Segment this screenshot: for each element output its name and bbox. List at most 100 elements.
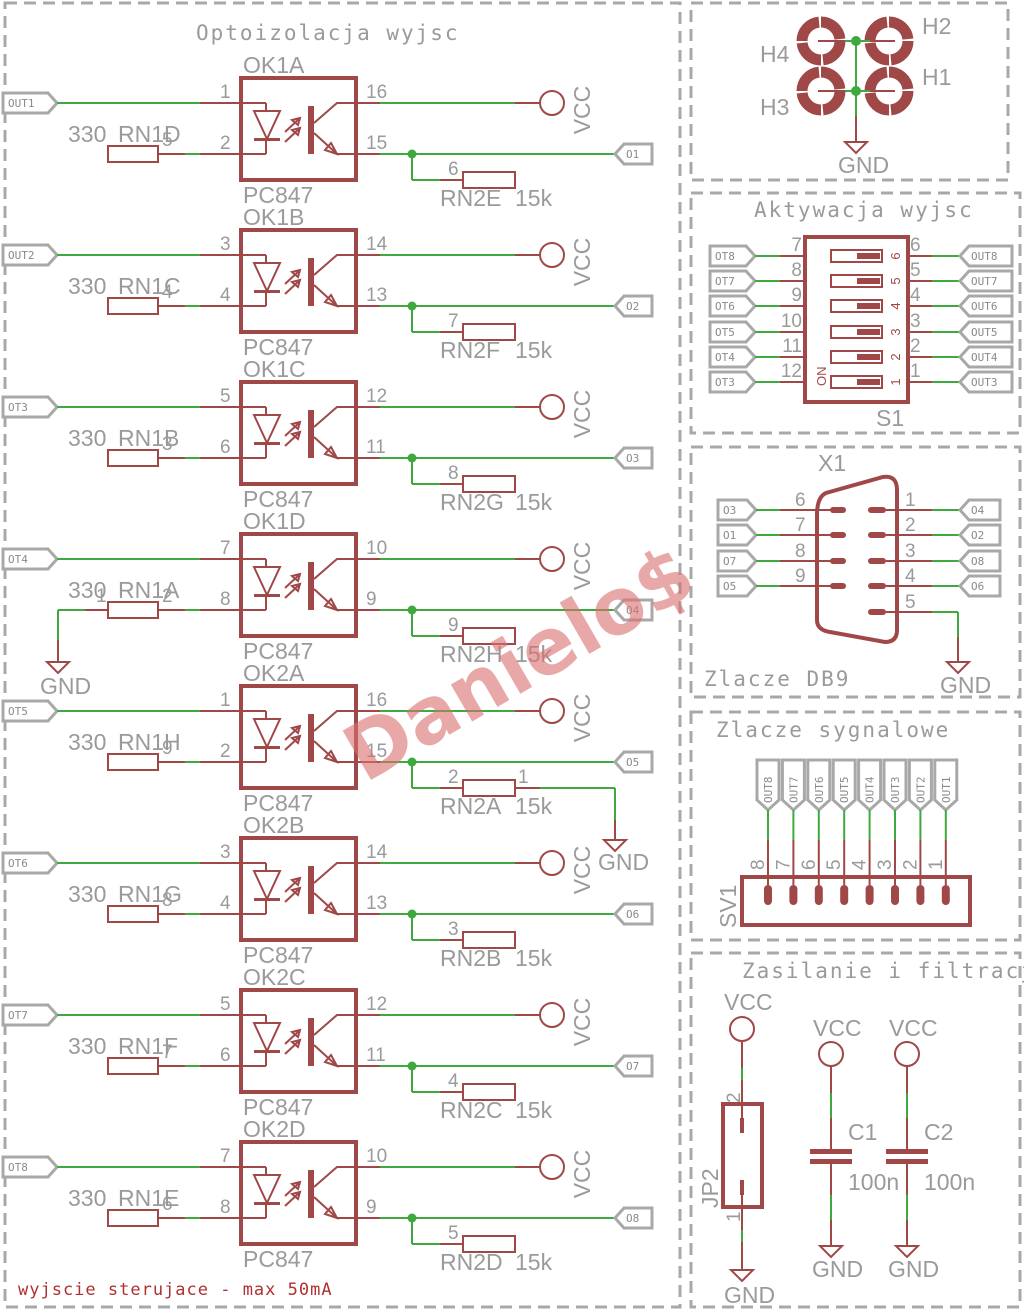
- ground-label: GND: [838, 152, 889, 178]
- pin-number: 15: [366, 741, 387, 762]
- net-label-text: O6: [971, 580, 984, 593]
- switch-toggle[interactable]: [830, 299, 883, 313]
- dip-switch-body: [803, 235, 910, 404]
- net-label-text: OT4: [715, 351, 735, 364]
- collector: [313, 710, 356, 732]
- capacitor-plate: [810, 1159, 852, 1164]
- header-pin: [764, 885, 772, 905]
- output-net-label: O8: [612, 1206, 654, 1230]
- mounting-hole-icon: [864, 66, 914, 116]
- switch-position-number: 1: [888, 378, 903, 385]
- light-arrow-icon: [284, 583, 301, 599]
- switch-output-label: OUT5: [957, 320, 1014, 344]
- collector: [313, 406, 356, 428]
- switch-slot: [830, 325, 883, 339]
- ground-label: GND: [940, 672, 991, 698]
- net-label-text: OUT5: [971, 326, 998, 339]
- pin-number: 7: [220, 538, 231, 559]
- resistor-symbol: [107, 905, 159, 923]
- net-label-shape: [612, 598, 654, 622]
- pin-number: 2: [910, 336, 921, 357]
- resistor-name: RN2F: [440, 337, 500, 363]
- optocoupler-body: [239, 1140, 358, 1246]
- pin-number: 6: [220, 437, 231, 458]
- switch-toggle[interactable]: [830, 325, 883, 339]
- emitter-arrow-icon: [323, 1053, 340, 1068]
- input-net-label: OT4: [1, 547, 60, 571]
- resistor-symbol: [462, 323, 516, 341]
- frame-mounting-holes: [689, 1, 1010, 182]
- pin-number: 3: [910, 311, 921, 332]
- header-net-label: OUT1: [933, 758, 959, 813]
- light-arrow-icon: [284, 127, 301, 143]
- net-label-text: OUT3: [971, 376, 998, 389]
- light-arrow-icon: [284, 877, 301, 893]
- frame-db9: [689, 445, 1022, 699]
- mounting-hole-icon: [864, 16, 914, 66]
- net-label-text: OUT1: [940, 777, 953, 804]
- pin-number: 4: [220, 893, 231, 914]
- part-value: PC847: [243, 334, 313, 360]
- net-label-text: OT4: [8, 553, 28, 566]
- capacitor-name: C2: [924, 1119, 953, 1145]
- input-net-label: OT8: [1, 1155, 60, 1179]
- capacitor-value: 100n: [924, 1169, 975, 1195]
- led-diode-icon: [252, 262, 282, 294]
- part-name: OK1D: [243, 508, 306, 534]
- part-value: PC847: [243, 182, 313, 208]
- net-label-text: O4: [971, 504, 985, 517]
- pin-number: 4: [910, 285, 921, 306]
- net-label-text: O3: [626, 452, 639, 465]
- pin-number: 13: [366, 893, 387, 914]
- resistor-pin: 8: [162, 890, 173, 911]
- pin-number: 8: [220, 589, 231, 610]
- switch-slot: [830, 274, 883, 288]
- net-label-shape: [612, 294, 654, 318]
- resistor-pin: 3: [448, 919, 459, 940]
- db9-net-label: O7: [716, 549, 759, 573]
- pin-number: 1: [724, 1211, 745, 1222]
- net-label-shape: [755, 758, 781, 813]
- pin-number: 1: [926, 859, 947, 870]
- resistor-value: 330: [68, 577, 106, 603]
- pin-number: 3: [220, 842, 231, 863]
- net-label-shape: [1, 1003, 60, 1027]
- light-arrow-icon: [284, 269, 301, 285]
- vcc-label: VCC: [569, 390, 595, 439]
- net-label-text: OUT7: [787, 777, 800, 804]
- pin-number: 14: [366, 842, 388, 863]
- switch-slot: [830, 249, 883, 263]
- switch-toggle[interactable]: [830, 249, 883, 263]
- optocoupler-body: [239, 228, 358, 334]
- collector: [313, 1166, 356, 1188]
- pin-number: 5: [220, 386, 231, 407]
- pin-number: 4: [905, 566, 916, 587]
- light-arrow-icon: [284, 887, 301, 903]
- led-diode-icon: [252, 1174, 282, 1206]
- switch-position-number: 6: [888, 252, 903, 259]
- net-label-shape: [831, 758, 857, 813]
- light-arrowhead: [289, 420, 302, 431]
- net-label-shape: [1, 851, 60, 875]
- vcc-label: VCC: [569, 1150, 595, 1199]
- switch-position-number: 4: [888, 302, 903, 309]
- header-net-label: OUT8: [755, 758, 781, 813]
- header-net-label: OUT5: [831, 758, 857, 813]
- switch-toggle[interactable]: [830, 350, 883, 364]
- hole-label: H4: [760, 41, 790, 67]
- switch-knob: [857, 329, 880, 335]
- pin-number: 16: [366, 690, 387, 711]
- emitter-arrow-icon: [323, 141, 340, 156]
- resistor-symbol: [107, 1209, 159, 1227]
- net-label-text: OT3: [715, 376, 735, 389]
- part-name: OK1C: [243, 356, 306, 382]
- resistor-name: RN2A: [440, 793, 502, 819]
- switch-toggle[interactable]: [830, 375, 883, 389]
- header-pin: [814, 885, 823, 905]
- switch-toggle[interactable]: [830, 274, 883, 288]
- vcc-symbol-icon: [729, 1016, 755, 1042]
